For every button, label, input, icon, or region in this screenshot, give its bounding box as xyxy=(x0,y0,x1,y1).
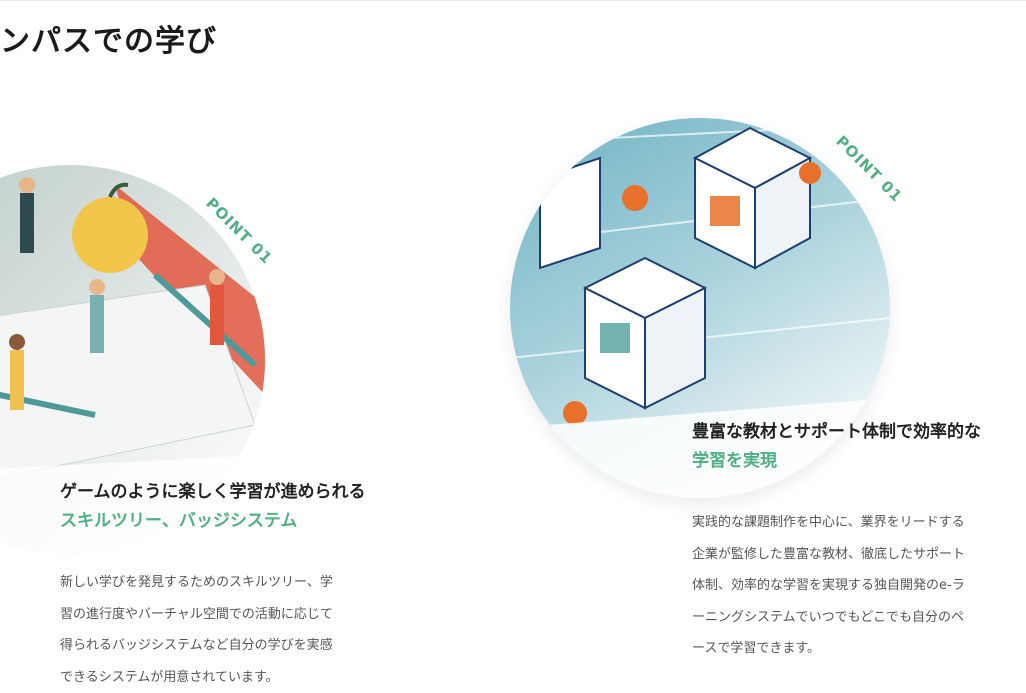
description-line: ーニングシステムでいつでもどこでも自分のペ xyxy=(692,602,1020,634)
description-line: 体制、効率的な学習を実現する独自開発のe-ラ xyxy=(692,570,1020,602)
heading-accent: 学習を実現 xyxy=(692,447,1020,476)
description-line: 得られるバッジシステムなど自分の学びを実感 xyxy=(60,630,460,662)
description-line: 習の進行度やバーチャル空間での活動に応じて xyxy=(60,599,460,631)
card-heading: 豊富な教材とサポート体制で効率的な 学習を実現 xyxy=(692,418,1020,476)
top-divider xyxy=(0,0,1026,1)
card-heading: ゲームのように楽しく学習が進められる スキルツリー、バッジシステム xyxy=(60,478,460,536)
description-line: 実践的な課題制作を中心に、業界をリードする xyxy=(692,507,1020,539)
card-description: 実践的な課題制作を中心に、業界をリードする企業が監修した豊富な教材、徹底したサポ… xyxy=(692,507,1020,665)
description-line: できるシステムが用意されています。 xyxy=(60,662,460,693)
card-description: 新しい学びを発見するためのスキルツリー、学習の進行度やバーチャル空間での活動に応… xyxy=(60,567,460,693)
heading-accent: スキルツリー、バッジシステム xyxy=(60,507,460,536)
heading-text: 豊富な教材とサポート体制で効率的な xyxy=(692,422,981,442)
heading-text: ゲームのように楽しく学習が進められる xyxy=(60,482,366,502)
description-line: 新しい学びを発見するためのスキルツリー、学 xyxy=(60,567,460,599)
description-line: 企業が監修した豊富な教材、徹底したサポート xyxy=(692,539,1020,571)
description-line: ースで学習できます。 xyxy=(692,633,1020,665)
page-title: ンパスでの学び xyxy=(0,16,217,60)
